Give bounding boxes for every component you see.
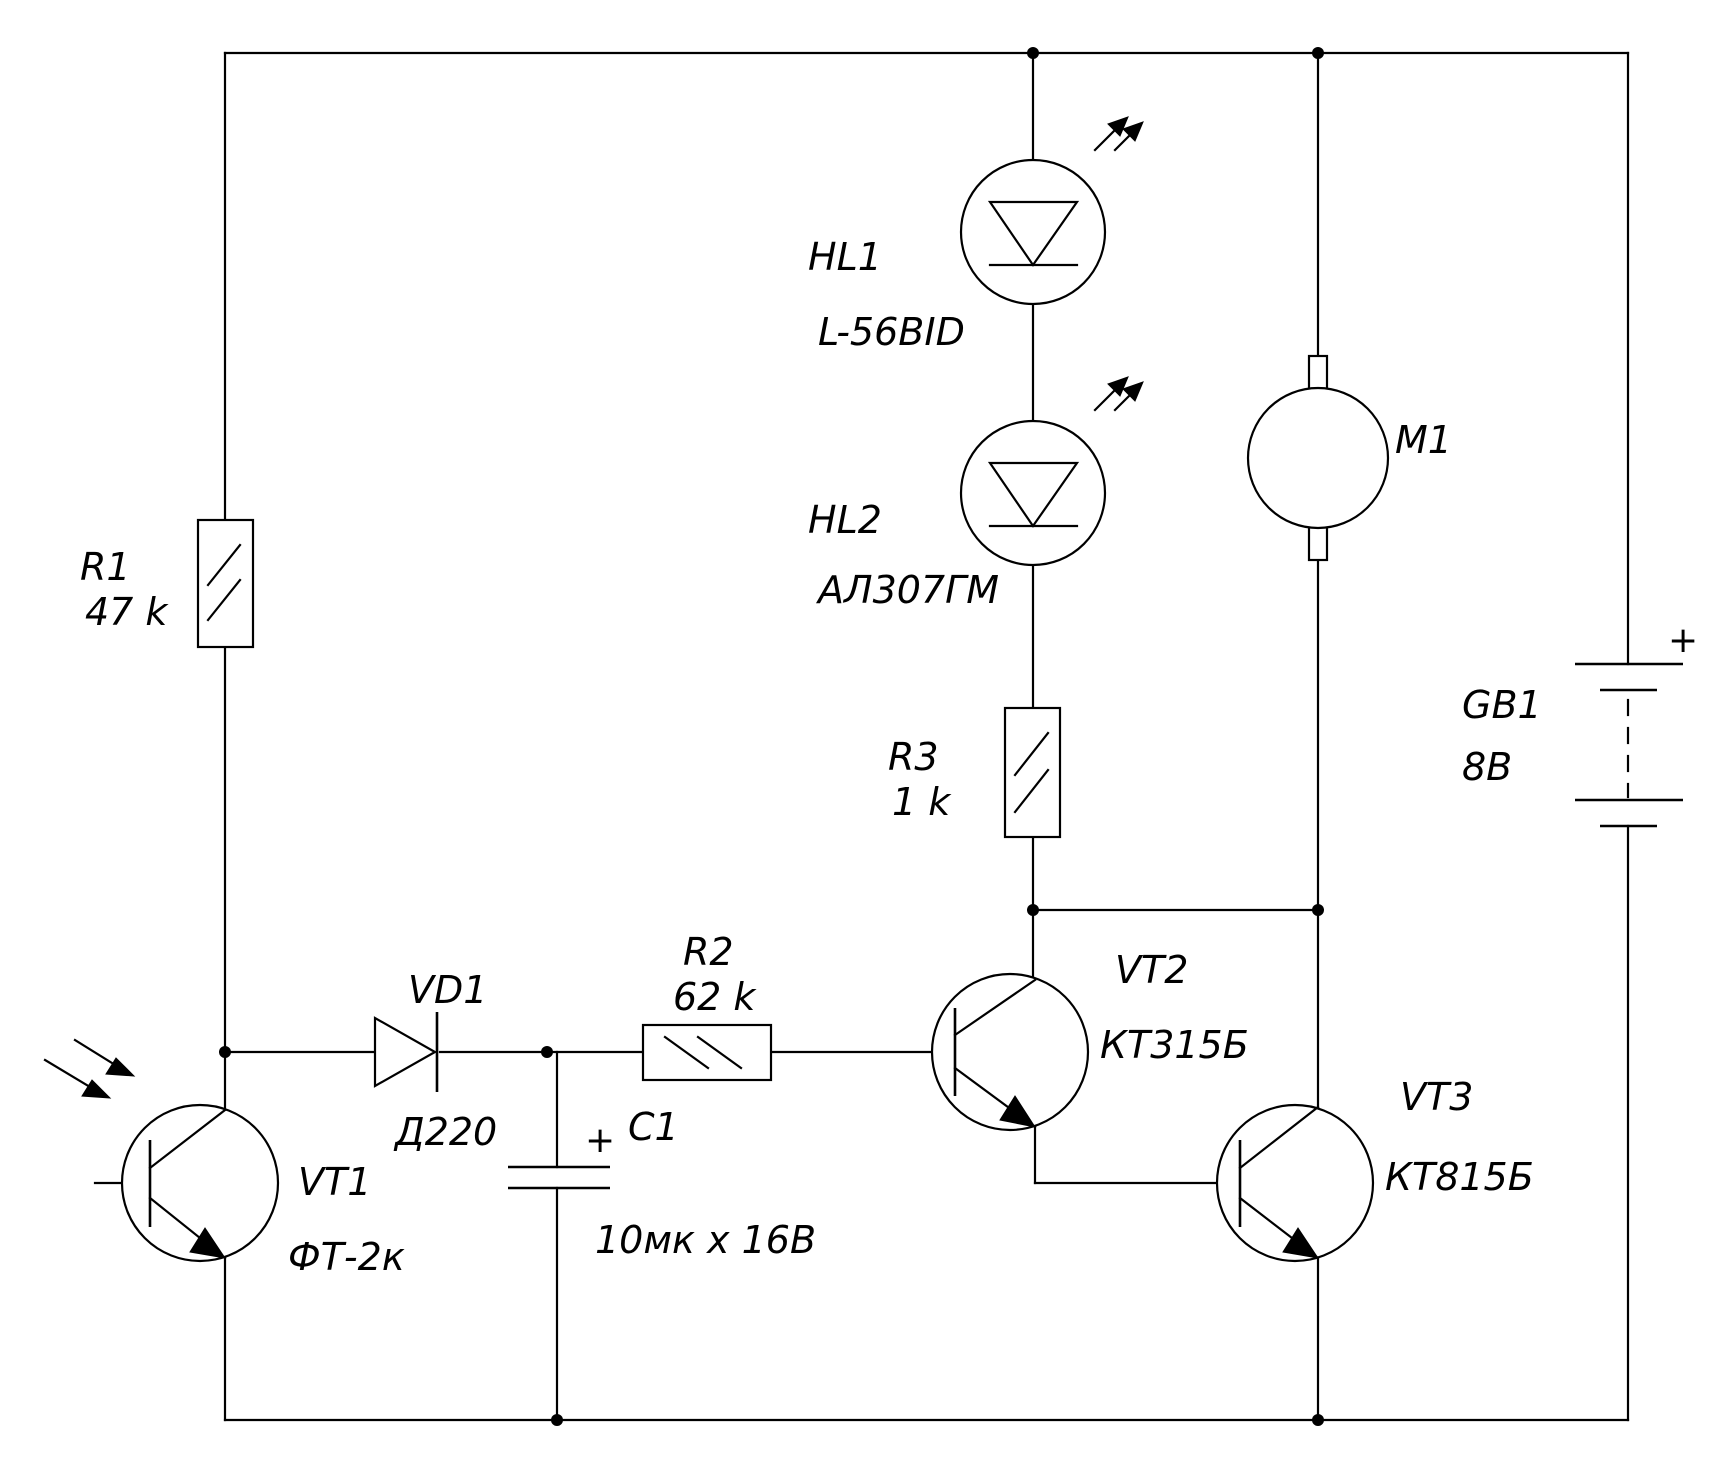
m1-ref: M1: [1395, 418, 1452, 462]
vt2-ref: VT2: [1115, 948, 1188, 992]
hl1-part: L-56BID: [818, 310, 965, 354]
hl2-part: АЛ307ГМ: [815, 568, 999, 612]
motor-m1: [1246, 354, 1390, 562]
junction-dots: [219, 47, 1324, 1426]
r2-ref: R2: [683, 930, 734, 974]
hl1-ref: HL1: [808, 235, 882, 279]
r1-value: 47 k: [85, 590, 169, 634]
gb1-plus: +: [1668, 620, 1698, 661]
vt1-part: ФТ-2к: [288, 1235, 405, 1279]
vt3-part: КТ815Б: [1385, 1155, 1534, 1199]
capacitor-c1: [508, 1165, 610, 1190]
vd1-part: Д220: [393, 1110, 497, 1154]
vt3-ref: VT3: [1400, 1075, 1473, 1119]
resistor-r1: [196, 518, 255, 649]
vd1-ref: VD1: [408, 968, 487, 1012]
resistor-r3: [1003, 706, 1062, 839]
transistor-vt3: [1215, 1103, 1375, 1263]
vt2-part: КТ315Б: [1100, 1023, 1249, 1067]
diode-vd1: [373, 1012, 439, 1092]
vt1-ref: VT1: [298, 1160, 371, 1204]
transistor-vt2: [930, 972, 1090, 1132]
r3-ref: R3: [888, 735, 939, 779]
led-hl1: [959, 116, 1144, 306]
gb1-ref: GB1: [1462, 683, 1542, 727]
c1-ref: C1: [628, 1105, 679, 1149]
c1-plus: +: [585, 1120, 615, 1161]
battery-gb1: [1575, 662, 1683, 828]
r2-value: 62 k: [673, 975, 757, 1019]
r3-value: 1 k: [892, 780, 952, 824]
gb1-value: 8В: [1462, 745, 1512, 789]
r1-ref: R1: [80, 545, 131, 589]
hl2-ref: HL2: [808, 498, 882, 542]
resistor-r2: [641, 1023, 773, 1082]
phototransistor-vt1: [43, 1038, 280, 1263]
led-hl2: [959, 376, 1144, 567]
c1-value: 10мк х 16В: [595, 1218, 816, 1262]
